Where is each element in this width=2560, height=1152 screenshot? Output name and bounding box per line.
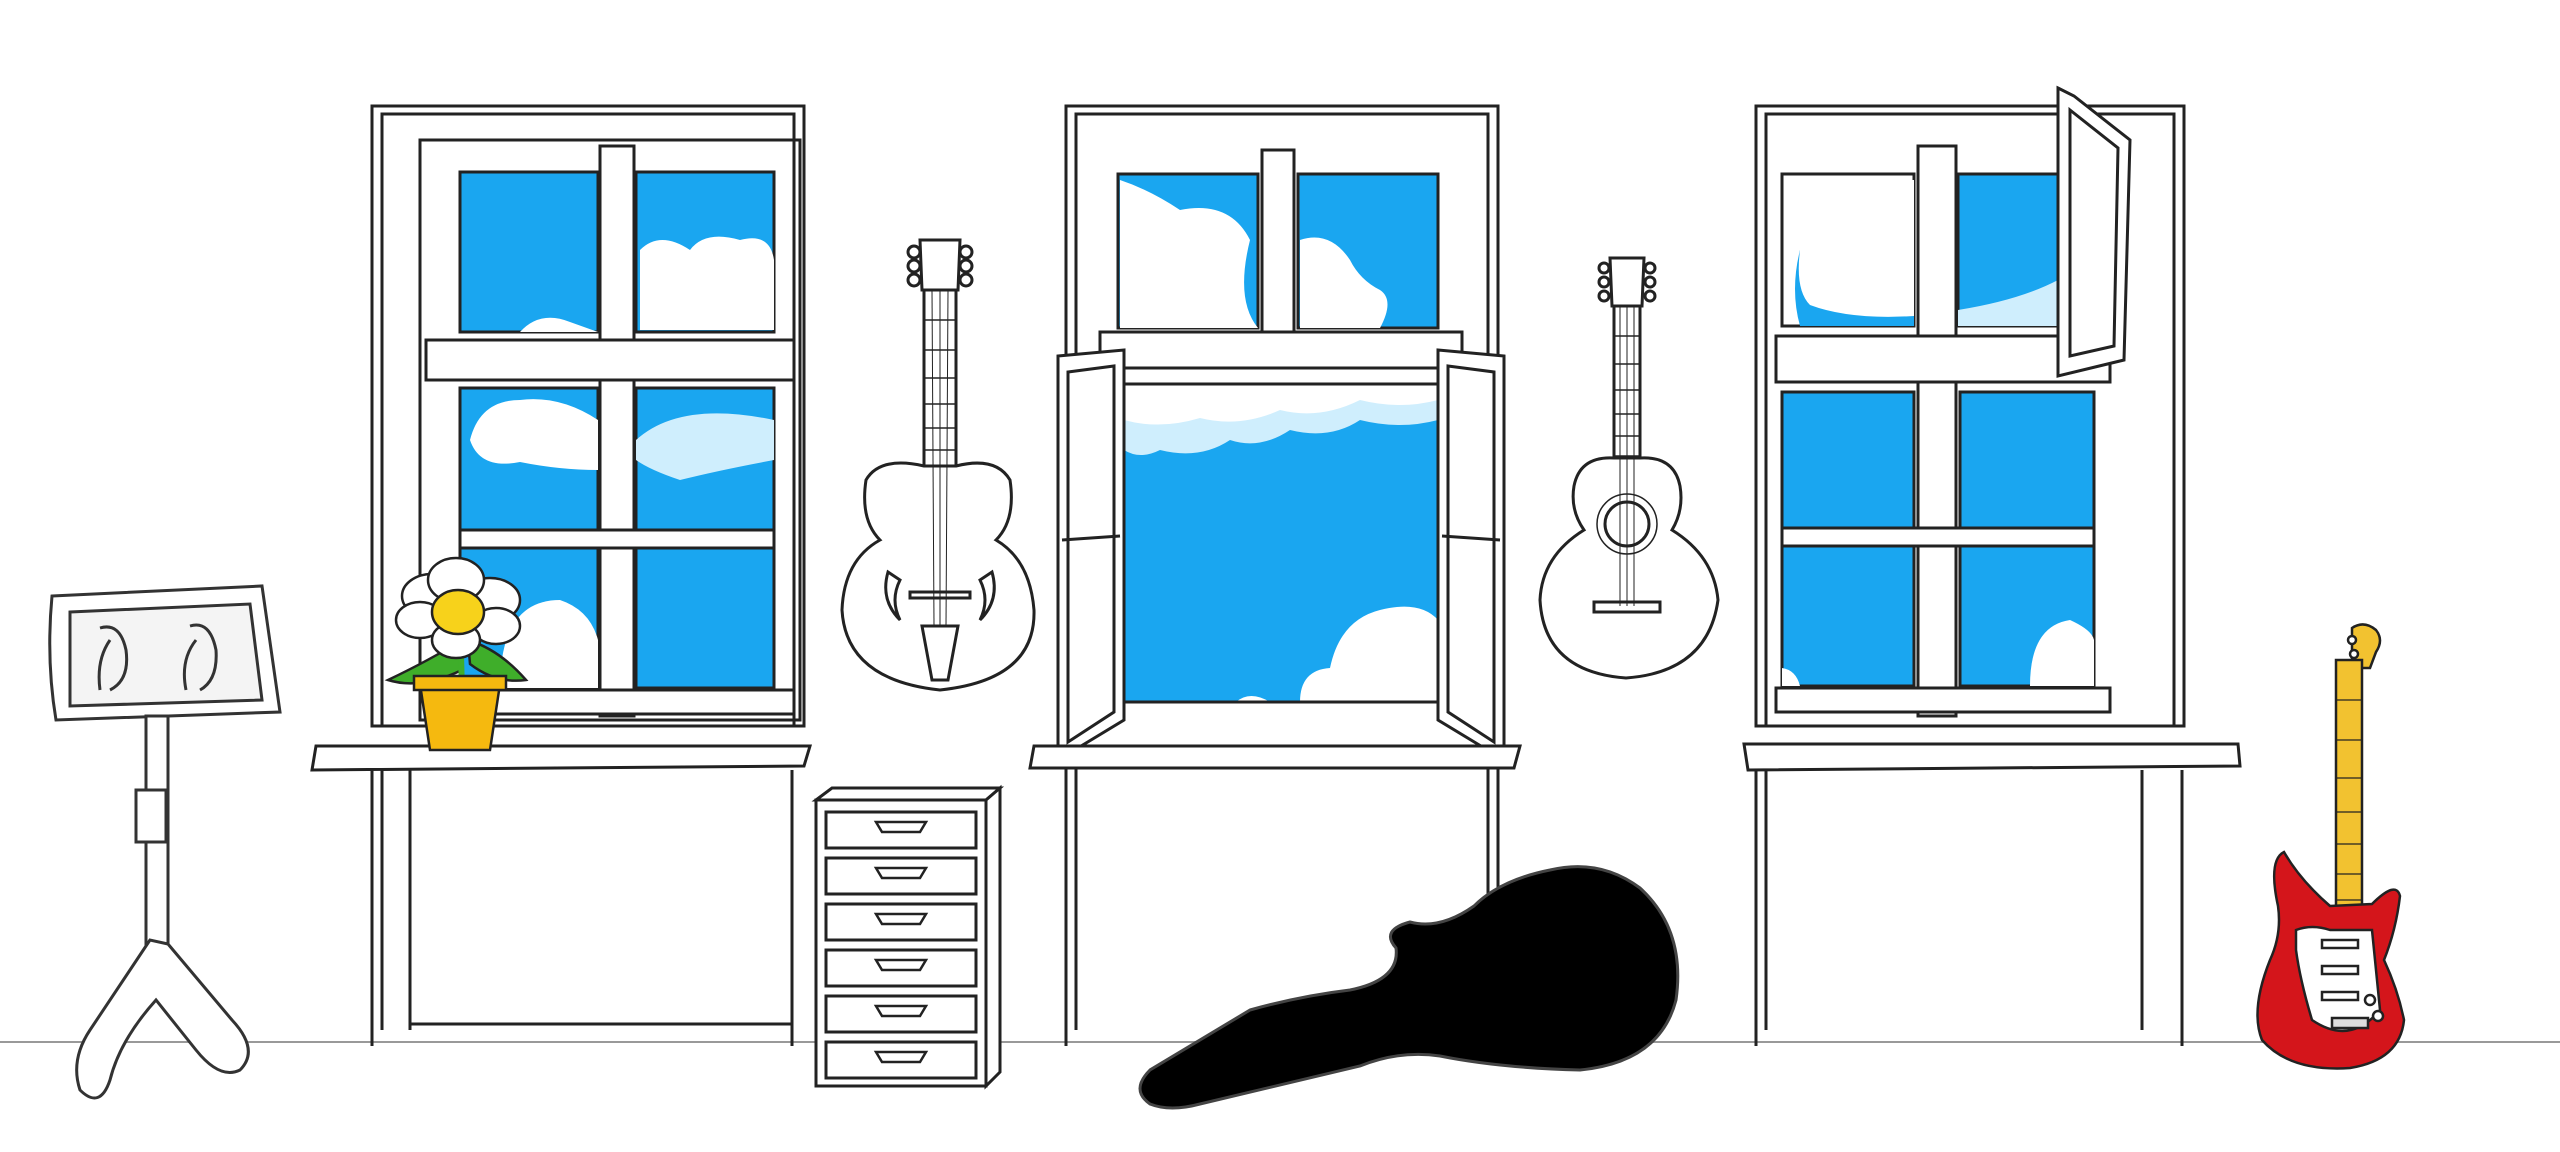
- chest-of-drawers: [811, 784, 1005, 1090]
- classical-guitar: [1538, 256, 1720, 680]
- right-window: [1742, 85, 2242, 1046]
- music-stand: [48, 584, 282, 1100]
- guitar-case: [1138, 865, 1680, 1110]
- flower-pot: [384, 556, 529, 752]
- electric-guitar: [2256, 623, 2406, 1070]
- left-window: [310, 104, 813, 1046]
- center-window-open: [1028, 104, 1522, 1046]
- archtop-guitar: [840, 238, 1036, 692]
